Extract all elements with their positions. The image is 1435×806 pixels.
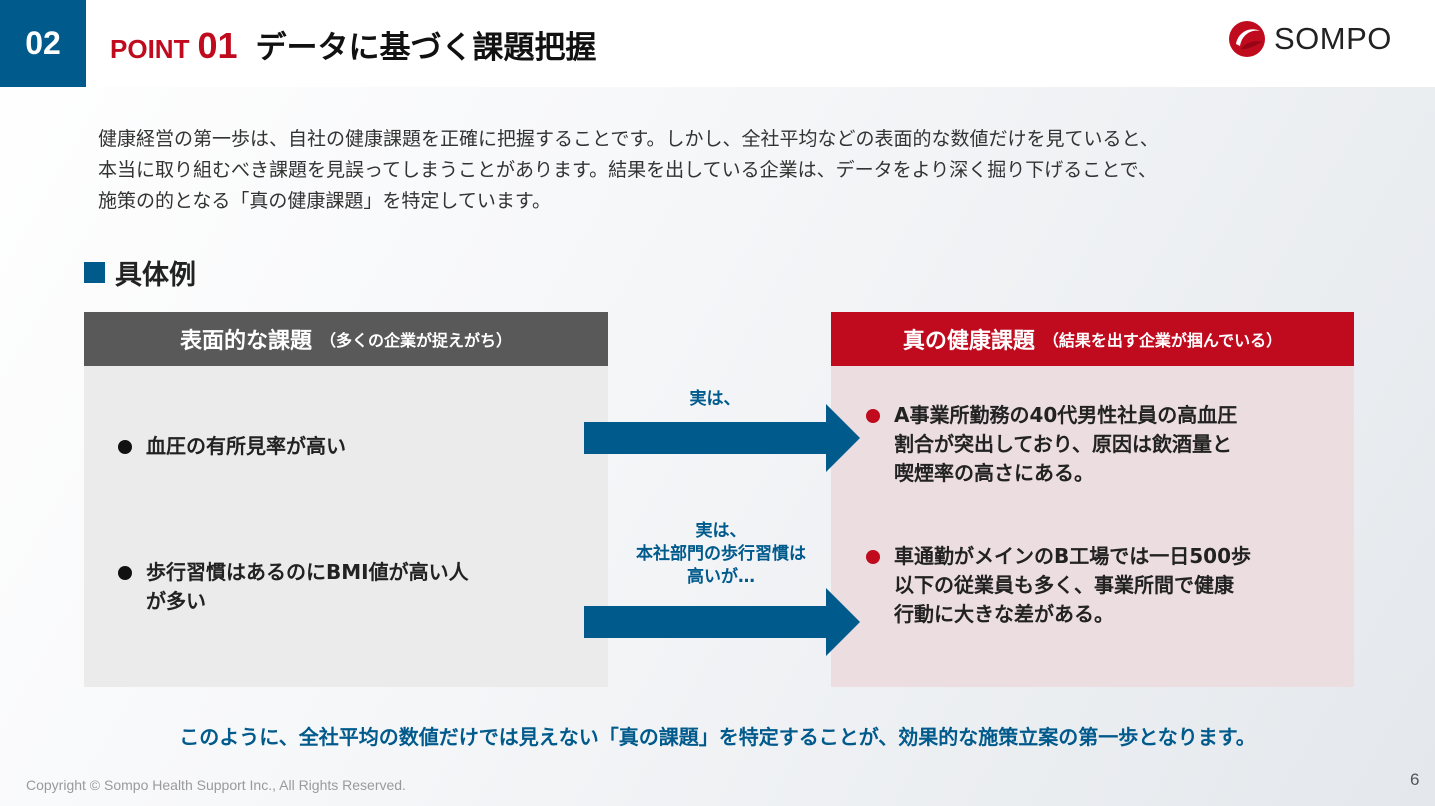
true-issue-item: A事業所勤務の40代男性社員の高血圧 割合が突出しており、原因は飲酒量と 喫煙率… bbox=[866, 401, 1237, 488]
section-number: 02 bbox=[0, 0, 86, 87]
item-line: 血圧の有所見率が高い bbox=[146, 434, 346, 458]
page-title: POINT 01 データに基づく課題把握 bbox=[110, 22, 597, 67]
arrow-caption-line: 実は、 bbox=[689, 389, 741, 409]
conclusion-text: このように、全社平均の数値だけでは見えない「真の課題」を特定することが、効果的な… bbox=[179, 725, 1256, 749]
bullet-icon bbox=[866, 550, 880, 564]
header-bar: 02 POINT 01 データに基づく課題把握 SOMPO bbox=[0, 0, 1435, 87]
surface-issue-title: 表面的な課題 bbox=[179, 329, 312, 354]
item-line: 行動に大きな差がある。 bbox=[894, 602, 1114, 626]
item-line: 車通勤がメインのB工場では一日500歩 bbox=[894, 544, 1251, 568]
surface-issue-subtitle: （多くの企業が捉えがち） bbox=[320, 331, 513, 350]
surface-issue-header: 表面的な課題 （多くの企業が捉えがち） bbox=[84, 312, 608, 366]
arrow-caption: 実は、 本社部門の歩行習慣は 高いが… bbox=[584, 520, 858, 589]
true-issue-panel bbox=[831, 366, 1354, 687]
true-issue-title: 真の健康課題 bbox=[902, 329, 1035, 354]
intro-line: 健康経営の第一歩は、自社の健康課題を正確に把握することです。しかし、全社平均など… bbox=[98, 128, 1159, 150]
arrow-right-icon bbox=[584, 588, 860, 656]
arrow-caption-line: 高いが… bbox=[687, 567, 755, 587]
square-bullet-icon bbox=[84, 262, 105, 283]
item-line: が多い bbox=[146, 589, 206, 613]
point-label: POINT bbox=[110, 34, 190, 64]
true-issue-item: 車通勤がメインのB工場では一日500歩 以下の従業員も多く、事業所間で健康 行動… bbox=[866, 542, 1251, 629]
item-line: 歩行習慣はあるのにBMI値が高い人 bbox=[146, 560, 469, 584]
item-line: 以下の従業員も多く、事業所間で健康 bbox=[894, 573, 1234, 597]
page-number: 6 bbox=[1410, 770, 1420, 789]
surface-issue-item: 血圧の有所見率が高い bbox=[118, 432, 346, 461]
bullet-icon bbox=[866, 409, 880, 423]
title-text: データに基づく課題把握 bbox=[255, 30, 597, 66]
item-line: 割合が突出しており、原因は飲酒量と bbox=[894, 432, 1232, 456]
sompo-logo: SOMPO bbox=[1228, 20, 1392, 58]
sompo-logo-icon bbox=[1229, 21, 1265, 57]
item-line: A事業所勤務の40代男性社員の高血圧 bbox=[894, 403, 1238, 427]
true-issue-subtitle: （結果を出す企業が掴んでいる） bbox=[1042, 331, 1283, 350]
arrow-caption-line: 本社部門の歩行習慣は bbox=[636, 544, 806, 564]
intro-line: 施策の的となる「真の健康課題」を特定しています。 bbox=[98, 190, 551, 212]
intro-paragraph: 健康経営の第一歩は、自社の健康課題を正確に把握することです。しかし、全社平均など… bbox=[98, 124, 1358, 217]
example-heading: 具体例 bbox=[84, 253, 196, 292]
arrow-caption: 実は、 bbox=[584, 388, 846, 411]
item-line: 喫煙率の高さにある。 bbox=[894, 461, 1094, 485]
example-title: 具体例 bbox=[115, 260, 196, 291]
copyright: Copyright © Sompo Health Support Inc., A… bbox=[26, 777, 406, 793]
bullet-icon bbox=[118, 440, 132, 454]
intro-line: 本当に取り組むべき課題を見誤ってしまうことがあります。結果を出している企業は、デ… bbox=[98, 159, 1157, 181]
logo-text: SOMPO bbox=[1274, 21, 1392, 56]
surface-issue-panel bbox=[84, 366, 608, 687]
point-number: 01 bbox=[197, 25, 238, 66]
true-issue-header: 真の健康課題 （結果を出す企業が掴んでいる） bbox=[831, 312, 1354, 366]
arrow-right-icon bbox=[584, 404, 860, 472]
bullet-icon bbox=[118, 566, 132, 580]
arrow-caption-line: 実は、 bbox=[695, 521, 747, 541]
surface-issue-item: 歩行習慣はあるのにBMI値が高い人 が多い bbox=[118, 558, 469, 616]
